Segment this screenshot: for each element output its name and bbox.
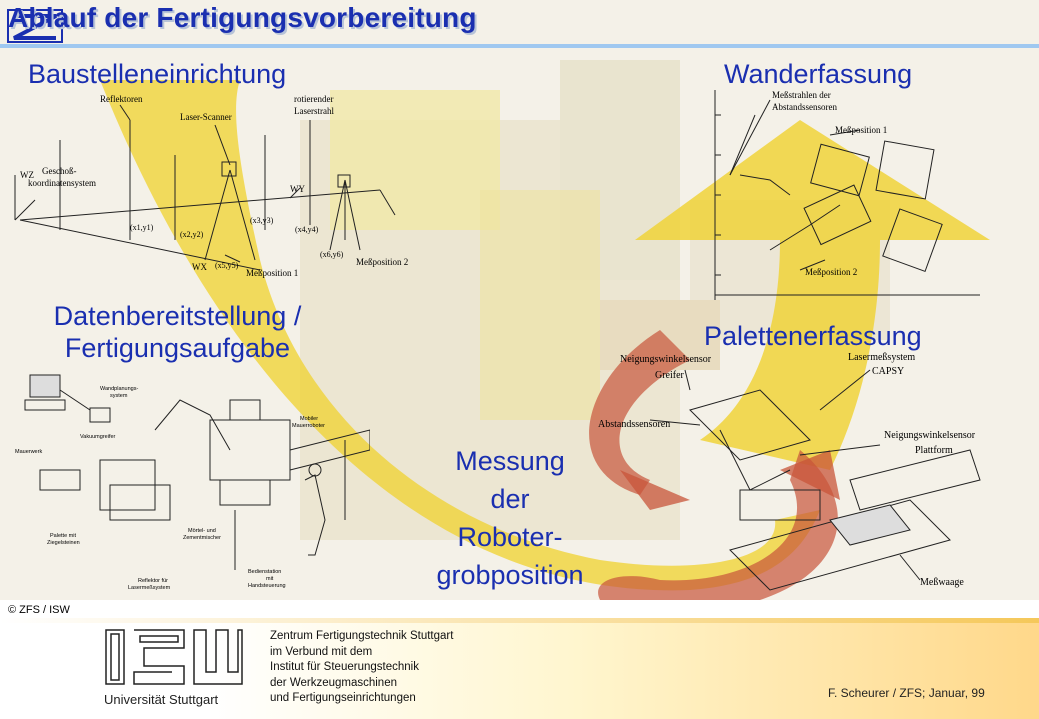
heading-datenbereitstellung: Datenbereitstellung / Fertigungsaufgabe (20, 300, 335, 364)
lbl-planung1: Wandplanungs- (100, 386, 138, 392)
lbl-mobiler2: Mauerroboter (292, 423, 325, 429)
lbl-greifer: Greifer (655, 370, 685, 381)
lbl-mauerwerk: Mauerwerk (15, 449, 42, 455)
heading-messung-line1: Messung (455, 446, 565, 476)
lbl-neigungswinkelsensor-2: Neigungswinkelsensor (884, 430, 976, 441)
yellow-arrow-body (100, 80, 820, 591)
heading-wanderfassung: Wanderfassung (724, 59, 913, 89)
lbl-palette2: Ziegelsteinen (47, 540, 80, 546)
lbl-lasermesssystem: Lasermeßsystem (848, 352, 915, 363)
lbl-planung2: system (110, 393, 128, 399)
lbl-messstrahlen: Meßstrahlen der (772, 90, 831, 100)
lbl-wx: WX (192, 262, 207, 272)
lbl-w-messpos1: Meßposition 1 (835, 125, 887, 135)
lbl-reflektoren: Reflektoren (100, 94, 143, 104)
inst-line4: der Werkzeugmaschinen (270, 676, 397, 689)
title-rule (0, 44, 1039, 48)
title-bar: Ablauf der Fertigungsvorbereitung (0, 0, 1039, 48)
zfs-logo-icon (7, 9, 63, 43)
footer: Universität Stuttgart Zentrum Fertigungs… (0, 618, 1039, 719)
lbl-abstandssensoren: Abstandssensoren (772, 102, 837, 112)
lbl-neigungswinkelsensor: Neigungswinkelsensor (620, 354, 712, 365)
red-arrow-head-2 (620, 470, 690, 510)
lbl-c3: (x3,y3) (250, 216, 274, 225)
heading-messung: Messung der Roboter- grobposition (410, 442, 610, 594)
lbl-abstandssensoren-p: Abstandssensoren (598, 419, 670, 430)
lbl-bedien1: Bedienstation (248, 569, 281, 575)
lbl-palette1: Palette mit (50, 533, 76, 539)
red-arrow-left (589, 330, 690, 495)
lbl-w-messpos2: Meßposition 2 (805, 267, 857, 277)
inst-line1: Zentrum Fertigungstechnik Stuttgart (270, 630, 454, 642)
heading-palettenerfassung: Palettenerfassung (704, 321, 922, 351)
lbl-c5: (x5,y5) (215, 261, 239, 270)
heading-daten-line2: Fertigungsaufgabe (64, 333, 291, 363)
lbl-vakuum: Vakuumgreifer (80, 434, 116, 440)
lbl-wz: WZ (20, 170, 34, 180)
lbl-koordinatensystem: koordinatensystem (28, 178, 96, 188)
lbl-messpos1: Meßposition 1 (246, 268, 298, 278)
lbl-laserstrahl: Laserstrahl (294, 106, 334, 116)
heading-messung-line2: der (490, 484, 530, 514)
lbl-reflektor2: Lasermeßsystem (128, 585, 171, 591)
data-provision-diagram: Wandplanungs- system Vakuumgreifer Mauer… (15, 374, 370, 591)
lbl-moertel1: Mörtel- und (188, 528, 216, 534)
lbl-messwaage: Meßwaage (920, 577, 964, 588)
lbl-capsy: CAPSY (872, 366, 904, 377)
red-arrow-bottom (598, 450, 838, 600)
inst-line2: im Verbund mit dem (270, 645, 373, 658)
lbl-moertel2: Zementmischer (183, 535, 221, 541)
lbl-bedien2: mit (266, 576, 274, 582)
lbl-wy: WY (290, 184, 305, 194)
lbl-plattform: Plattform (915, 445, 953, 456)
institute-text: Zentrum Fertigungstechnik Stuttgart im V… (270, 629, 453, 707)
lbl-c2: (x2,y2) (180, 230, 204, 239)
pallet-capture-diagram: Neigungswinkelsensor Greifer Lasermeßsys… (598, 352, 981, 591)
heading-daten-line1: Datenbereitstellung / (53, 301, 302, 331)
lbl-c6: (x6,y6) (320, 250, 344, 259)
lbl-mobiler1: Mobiler (300, 416, 318, 422)
isw-logo-icon (105, 629, 243, 685)
lbl-laser-scanner: Laser-Scanner (180, 112, 232, 122)
footer-rule (0, 618, 1039, 623)
red-arrow-head (780, 450, 840, 500)
footer-background (0, 618, 1039, 719)
inst-line3: Institut für Steuerungstechnik (270, 661, 419, 673)
heading-messung-line4: grobposition (436, 560, 584, 590)
heading-messung-line3: Roboter- (457, 522, 563, 552)
slide-title: Ablauf der Fertigungsvorbereitung (8, 2, 477, 33)
heading-baustelleneinrichtung: Baustelleneinrichtung (28, 59, 287, 89)
site-setup-diagram: Reflektoren Laser-Scanner rotierender La… (14, 94, 408, 278)
wall-capture-diagram: Meßstrahlen der Abstandssensoren Meßposi… (714, 90, 980, 300)
lbl-c4: (x4,y4) (295, 225, 319, 234)
university-name: Universität Stuttgart (104, 692, 219, 707)
lbl-reflektor1: Reflektor für (138, 578, 168, 584)
lbl-rotierender: rotierender (294, 94, 333, 104)
lbl-c1: (x1,y1) (130, 223, 154, 232)
author-date: F. Scheurer / ZFS; Januar, 99 (828, 686, 985, 700)
lbl-messpos2: Meßposition 2 (356, 257, 408, 267)
copyright-note: © ZFS / ISW (8, 604, 70, 616)
lbl-bedien3: Handsteuerung (248, 583, 286, 589)
inst-line5: und Fertigungseinrichtungen (270, 692, 416, 704)
lbl-geschoss: Geschoß- (42, 166, 77, 176)
